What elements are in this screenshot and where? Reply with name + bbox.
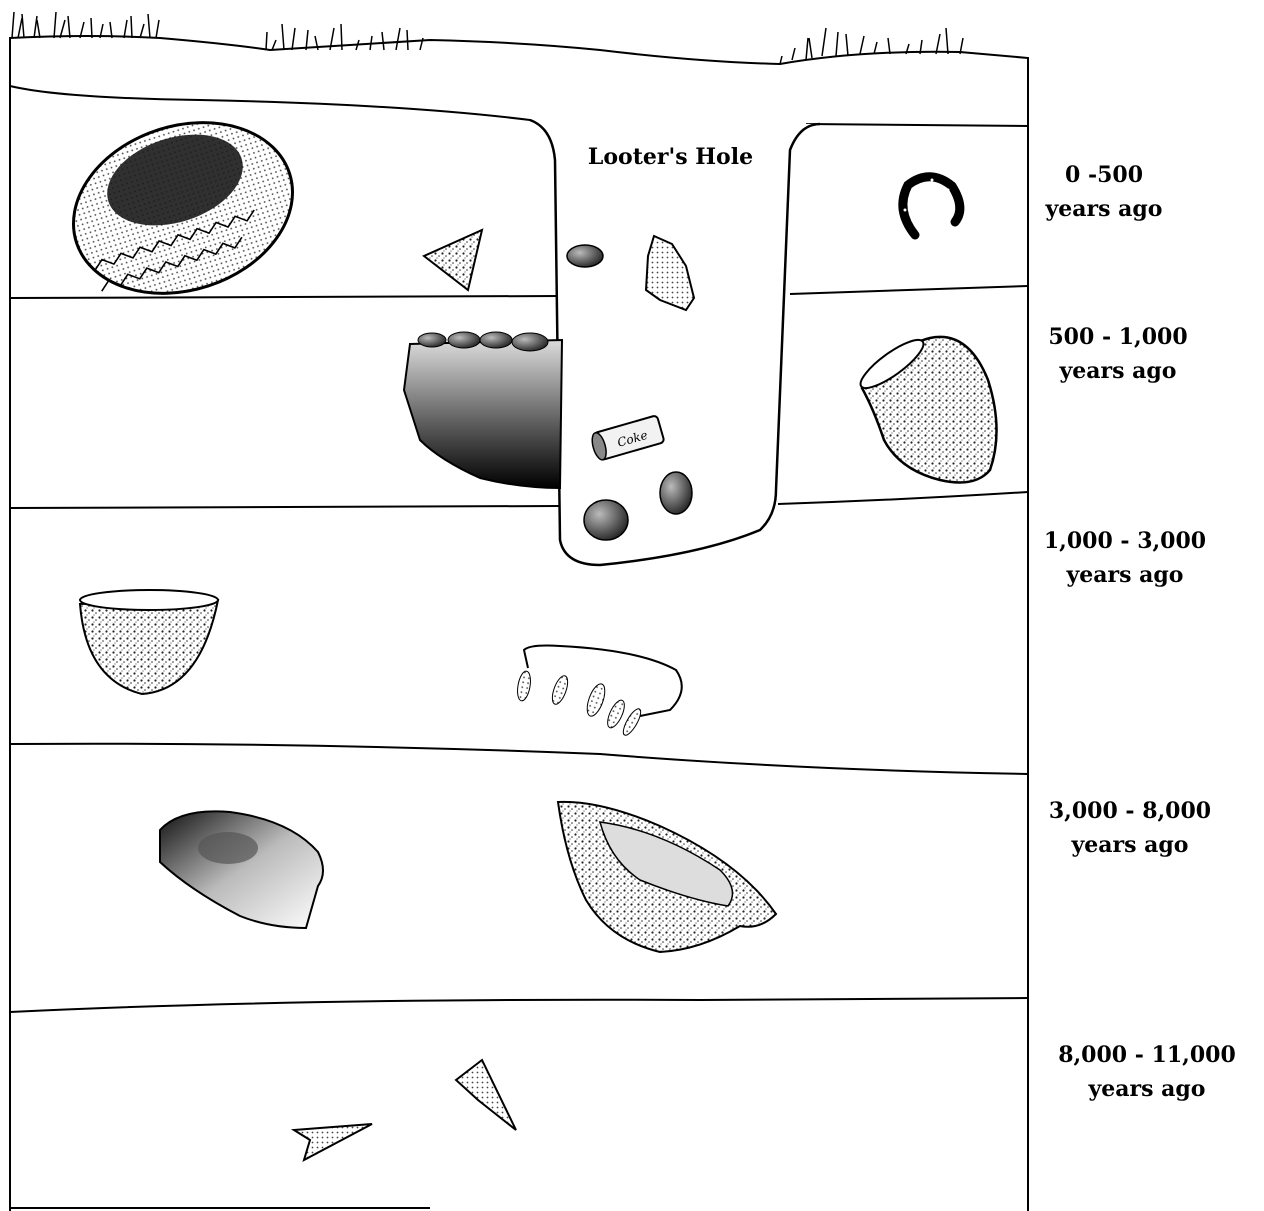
looters-hole-label: Looter's Hole (568, 144, 773, 170)
layer-suffix: years ago (1036, 828, 1224, 862)
stone (584, 500, 628, 540)
layer-suffix: years ago (1030, 558, 1220, 592)
layer-range: 1,000 - 3,000 (1030, 524, 1220, 558)
mortar-bowl (558, 802, 776, 952)
layer-suffix: years ago (1040, 1072, 1254, 1106)
grinding-stone (160, 811, 323, 928)
tire (51, 95, 315, 320)
horseshoe-icon (903, 177, 960, 235)
bead-necklace (515, 646, 681, 738)
layer-range: 0 -500 (1034, 158, 1174, 192)
bowl (80, 590, 218, 694)
layer-suffix: years ago (1030, 354, 1206, 388)
hearth-pit (404, 332, 562, 488)
arrowhead (424, 230, 482, 290)
projectile-point (456, 1060, 516, 1130)
layer-label-3: 3,000 - 8,000 years ago (1036, 794, 1224, 862)
layer-label-1: 500 - 1,000 years ago (1030, 320, 1206, 388)
layer-suffix: years ago (1034, 192, 1174, 226)
layer-range: 8,000 - 11,000 (1040, 1038, 1254, 1072)
stone (660, 472, 692, 514)
layer-label-4: 8,000 - 11,000 years ago (1040, 1038, 1254, 1106)
stone (567, 245, 603, 267)
jar (855, 333, 997, 483)
layer-range: 3,000 - 8,000 (1036, 794, 1224, 828)
layer-range: 500 - 1,000 (1030, 320, 1206, 354)
layer-label-2: 1,000 - 3,000 years ago (1030, 524, 1220, 592)
projectile-point (294, 1124, 372, 1160)
layer-label-0: 0 -500 years ago (1034, 158, 1174, 226)
